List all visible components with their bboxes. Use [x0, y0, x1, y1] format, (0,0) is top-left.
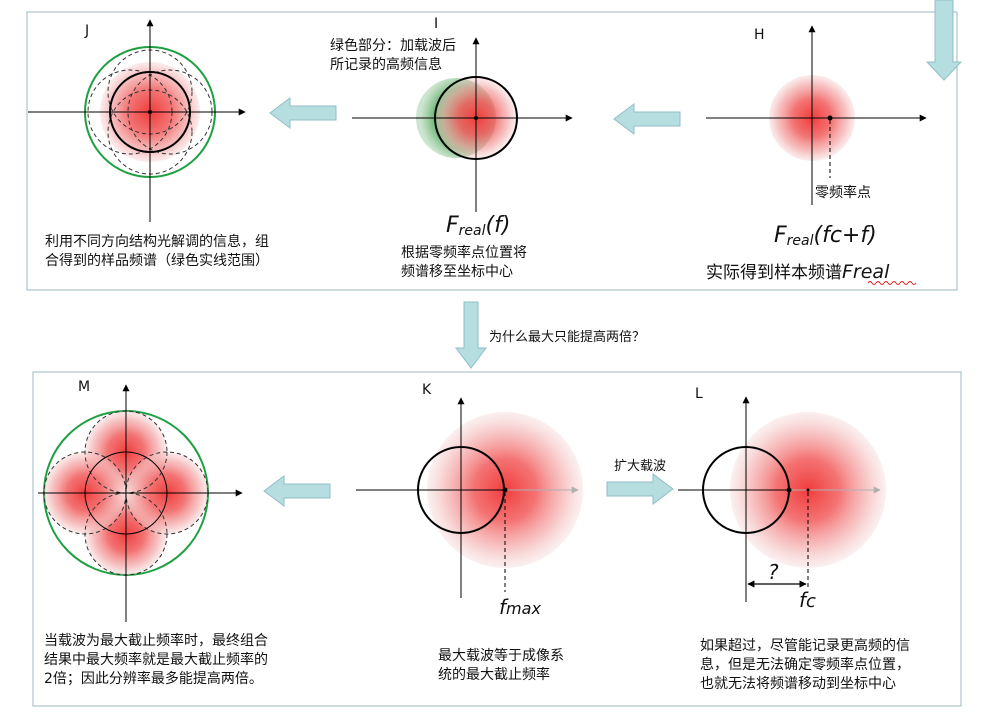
- diagram-H: H 零频率点 Freal(fc+f): [706, 25, 927, 249]
- k-fmax-label: fmax: [499, 595, 541, 619]
- label-J: J: [84, 23, 89, 39]
- caption-L-line1: 如果超过，尽管能记录更高频的信: [700, 637, 910, 654]
- caption-L-line3: 也就无法将频谱移动到坐标中心: [700, 676, 896, 692]
- l-question-mark: ?: [768, 560, 779, 584]
- i-origin-dot: [474, 116, 478, 120]
- diagram-L: L ? fc: [678, 386, 886, 612]
- formula-I: Freal(f): [446, 213, 510, 239]
- down-block-arrow-corner: [925, 0, 963, 81]
- caption-M-line3: 2倍；因此分辨率最多能提高两倍。: [44, 670, 263, 687]
- left-block-arrow: [269, 97, 337, 129]
- caption-L-line2: 息，但是无法确定零频率点位置，: [700, 656, 910, 673]
- diagram-M: M: [38, 379, 243, 622]
- caption-M-line1: 当载波为最大截止频率时，最终组合: [44, 632, 268, 649]
- caption-I-line2: 频谱移至坐标中心: [401, 264, 513, 280]
- j-origin-dot: [148, 110, 152, 114]
- left-block-arrow: [263, 475, 331, 507]
- left-block-arrow: [613, 103, 681, 135]
- caption-J-line1: 利用不同方向结构光解调的信息，组: [45, 233, 269, 250]
- why-two-times-question: 为什么最大只能提高两倍？: [489, 329, 645, 345]
- bottom-panel-frame: [32, 371, 962, 707]
- label-M: M: [78, 379, 90, 395]
- down-block-arrow-center: [455, 301, 487, 369]
- diagram-K: K fmax: [356, 382, 583, 619]
- formula-H: Freal(fc+f): [774, 223, 877, 249]
- label-K: K: [422, 382, 432, 398]
- caption-M-line2: 结果中最大频率就是最大截止频率的: [44, 651, 268, 668]
- label-I: I: [434, 16, 438, 32]
- l-carrier-point: [806, 488, 810, 492]
- caption-J-line2: 合得到的样品频谱（绿色实线范围）: [45, 252, 269, 269]
- top-panel-frame: [26, 11, 958, 291]
- expand-carrier-label: 扩大载波: [614, 459, 666, 474]
- label-L: L: [695, 386, 703, 402]
- caption-I-line1: 根据零频率点位置将: [401, 244, 527, 261]
- spellcheck-squiggle: [867, 281, 917, 285]
- caption-K-line1: 最大载波等于成像系: [438, 647, 564, 664]
- caption-H: 实际得到样本频谱Freal: [706, 261, 890, 283]
- note-I-line2: 所记录的高频信息: [330, 56, 442, 73]
- caption-K-line2: 统的最大截止频率: [438, 666, 550, 683]
- k-carrier-point: [502, 487, 508, 493]
- label-H: H: [754, 27, 765, 43]
- right-block-arrow: [606, 473, 674, 505]
- l-fc-label: fc: [799, 588, 816, 612]
- h-zero-label: 零频率点: [815, 184, 871, 201]
- l-cutoff-point: [786, 487, 792, 493]
- h-zero-freq-point: [827, 115, 833, 121]
- note-I-line1: 绿色部分：加载波后: [330, 37, 456, 54]
- diagram-I: I 绿色部分：加载波后 所记录的高频信息 Freal(f): [330, 16, 573, 239]
- diagram-J: J: [28, 19, 246, 222]
